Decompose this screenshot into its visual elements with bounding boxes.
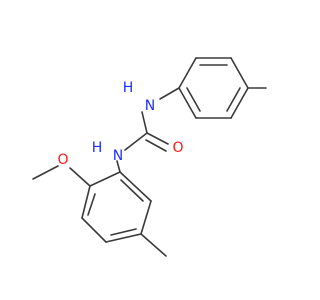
methoxy-bond	[69, 167, 91, 187]
bond	[81, 217, 107, 243]
atom-o-carbonyl: O	[172, 140, 183, 156]
bond	[178, 57, 197, 89]
atom-n-bottom: N	[113, 148, 123, 164]
atom-o-methoxy: O	[57, 152, 68, 168]
bond	[230, 57, 249, 89]
bond	[159, 87, 180, 100]
atom-h-top: H	[123, 80, 134, 96]
bond	[116, 160, 121, 173]
atom-n-top: N	[145, 98, 155, 114]
bond	[89, 171, 121, 187]
double-bond	[145, 139, 167, 152]
methoxy-bond	[32, 165, 59, 180]
bond	[81, 185, 91, 219]
methyl-bond	[140, 233, 167, 257]
atom-h-bottom: H	[92, 140, 103, 156]
top-aromatic-ring	[178, 57, 267, 119]
bottom-aromatic-ring	[32, 165, 167, 257]
bond	[105, 233, 142, 243]
double-bond-inner	[186, 87, 201, 112]
urea-linkage	[116, 87, 180, 173]
double-bond	[146, 132, 169, 145]
bond	[119, 171, 152, 202]
molecule-diagram: H N O N H O	[32, 57, 267, 257]
bond	[230, 87, 249, 119]
double-bond-inner	[226, 87, 241, 112]
bond	[124, 132, 148, 151]
double-bond-inner	[110, 228, 137, 236]
bond	[140, 200, 152, 235]
structure-svg: H N O N H O	[32, 57, 267, 257]
bond	[178, 87, 197, 119]
bond	[141, 111, 148, 134]
double-bond-inner	[87, 193, 96, 216]
double-bond-inner	[120, 179, 144, 202]
